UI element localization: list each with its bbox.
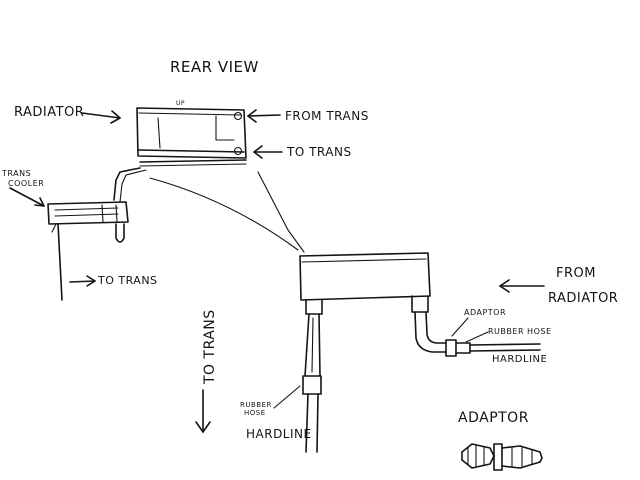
adaptor-large-label: ADAPTOR xyxy=(458,410,529,426)
trans-cooler-arrow xyxy=(9,187,45,207)
rubber-hose-right-label: RUBBER HOSE xyxy=(488,327,552,336)
from-trans-arrow xyxy=(247,109,281,123)
from-radiator-label-line1: FROM xyxy=(556,266,596,281)
adaptor-detail xyxy=(461,443,543,471)
trans-cooler-label-line1: TRANS xyxy=(1,169,31,178)
rubber-hose-left-pointer xyxy=(273,385,301,409)
left-hose-assembly xyxy=(302,299,323,453)
from-radiator-label-line2: RADIATOR xyxy=(548,291,618,306)
right-hose-assembly xyxy=(411,295,541,357)
from-trans-label: FROM TRANS xyxy=(285,109,369,123)
to-trans-vertical-arrow xyxy=(195,389,211,433)
hardline-left-label: HARDLINE xyxy=(246,427,312,441)
to-trans-left-arrow xyxy=(69,275,96,287)
rubber-hose-right-pointer xyxy=(465,331,489,343)
rubber-hose-left-label-line1: RUBBER xyxy=(240,401,272,409)
adaptor-small-label: ADAPTOR xyxy=(464,308,506,317)
trans-cooler-label-line2: COOLER xyxy=(8,179,44,188)
to-trans-top-label: TO TRANS xyxy=(286,145,352,159)
from-radiator-arrow xyxy=(499,279,545,293)
radiator-arrow xyxy=(81,110,121,124)
adaptor-small-pointer xyxy=(451,317,469,337)
radiator-detail xyxy=(299,252,431,301)
trans-cooler xyxy=(47,167,147,301)
radiator xyxy=(136,107,247,167)
zoom-lines xyxy=(149,171,305,253)
to-trans-vertical-label: TO TRANS xyxy=(202,309,218,385)
hardline-right-label: HARDLINE xyxy=(492,354,547,365)
radiator-label: RADIATOR xyxy=(14,105,84,120)
rubber-hose-left-label-line2: HOSE xyxy=(244,409,266,417)
title: REAR VIEW xyxy=(170,58,259,76)
to-trans-top-arrow xyxy=(253,145,283,159)
to-trans-left-label: TO TRANS xyxy=(97,274,158,287)
up-label: UP xyxy=(176,100,185,107)
